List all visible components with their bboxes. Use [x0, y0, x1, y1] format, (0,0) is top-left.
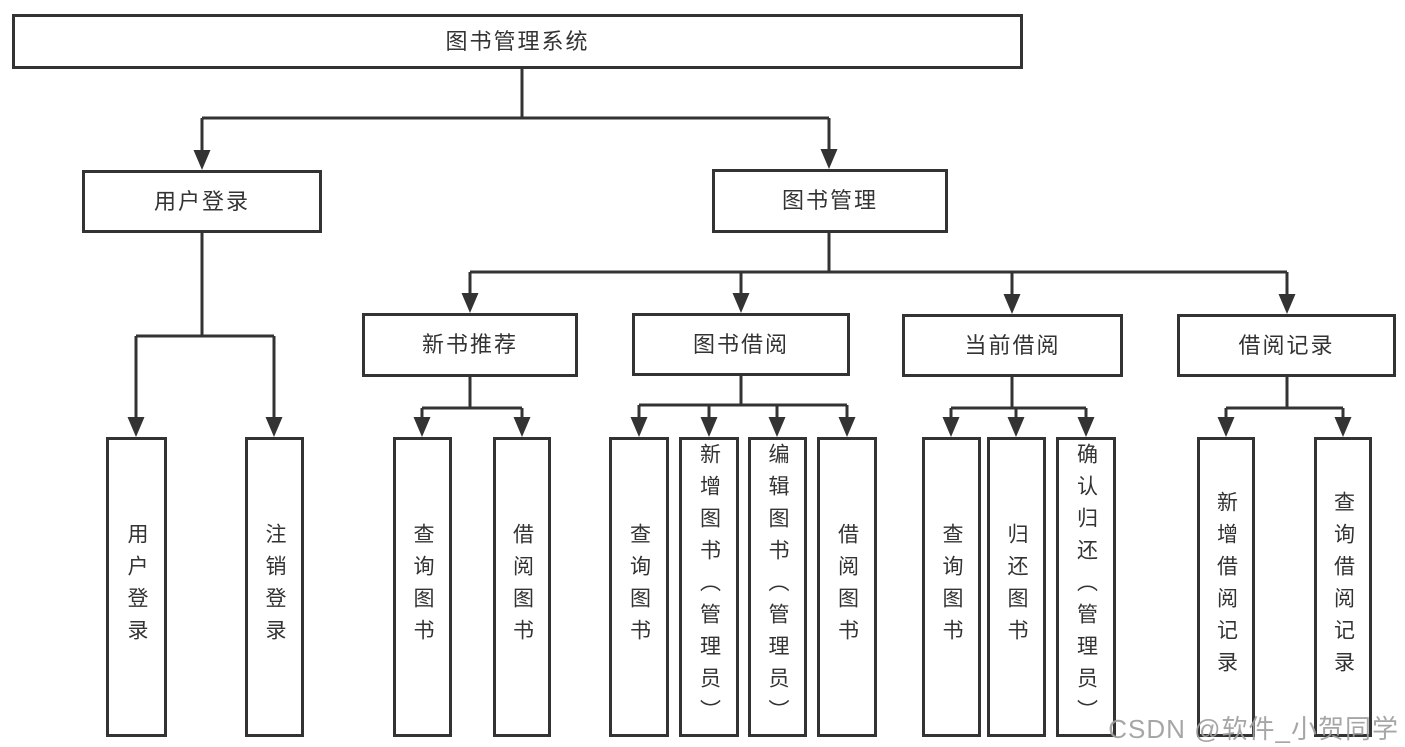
leaf-query-books-borrow: 查询图书	[609, 437, 669, 737]
node-book-management: 图书管理	[712, 169, 948, 233]
node-label: 查询借阅记录	[1331, 491, 1355, 683]
node-label: 编辑图书（管理员）	[766, 443, 789, 731]
node-label: 确认归还（管理员）	[1074, 443, 1098, 731]
node-label: 图书借阅	[692, 331, 789, 357]
leaf-borrow-books-recommend: 借阅图书	[493, 437, 551, 737]
node-label: 新书推荐	[421, 332, 518, 357]
leaf-return-books: 归还图书	[987, 437, 1046, 737]
node-label: 归还图书	[1005, 523, 1028, 651]
leaf-add-books-admin: 新增图书（管理员）	[679, 437, 739, 737]
leaf-query-borrow-record: 查询借阅记录	[1314, 437, 1372, 737]
node-label: 用户登录	[153, 188, 250, 214]
leaf-query-books-recommend: 查询图书	[393, 437, 452, 737]
node-label: 借阅图书	[835, 523, 859, 651]
leaf-borrow-books: 借阅图书	[817, 437, 877, 737]
csdn-watermark: CSDN @软件_小贺同学	[1108, 714, 1399, 744]
connector-path	[134, 68, 1345, 422]
node-user-login: 用户登录	[82, 170, 322, 233]
node-label: 借阅图书	[510, 523, 534, 651]
leaf-logout: 注销登录	[245, 437, 304, 737]
node-label: 查询图书	[627, 523, 651, 651]
node-book-borrowing: 图书借阅	[632, 313, 850, 376]
node-library-management-system: 图书管理系统	[12, 14, 1023, 69]
node-label: 借阅记录	[1238, 332, 1335, 358]
node-label: 新增图书（管理员）	[697, 443, 721, 731]
leaf-add-borrow-record: 新增借阅记录	[1197, 437, 1255, 737]
node-borrowing-records: 借阅记录	[1177, 314, 1396, 377]
node-label: 注销登录	[263, 523, 286, 651]
leaf-user-login: 用户登录	[106, 437, 167, 737]
node-label: 查询图书	[411, 523, 434, 651]
leaf-confirm-return-admin: 确认归还（管理员）	[1056, 437, 1116, 737]
node-label: 图书管理	[781, 188, 878, 213]
leaf-edit-books-admin: 编辑图书（管理员）	[748, 437, 807, 737]
node-label: 查询图书	[940, 523, 963, 651]
node-label: 新增借阅记录	[1214, 491, 1238, 683]
leaf-query-books-current: 查询图书	[922, 437, 981, 737]
arrowheads	[127, 149, 1352, 437]
node-label: 用户登录	[125, 523, 148, 651]
node-new-book-recommend: 新书推荐	[362, 313, 578, 377]
node-label: 图书管理系统	[445, 28, 590, 54]
node-current-borrowing: 当前借阅	[902, 314, 1123, 377]
node-label: 当前借阅	[964, 332, 1061, 358]
